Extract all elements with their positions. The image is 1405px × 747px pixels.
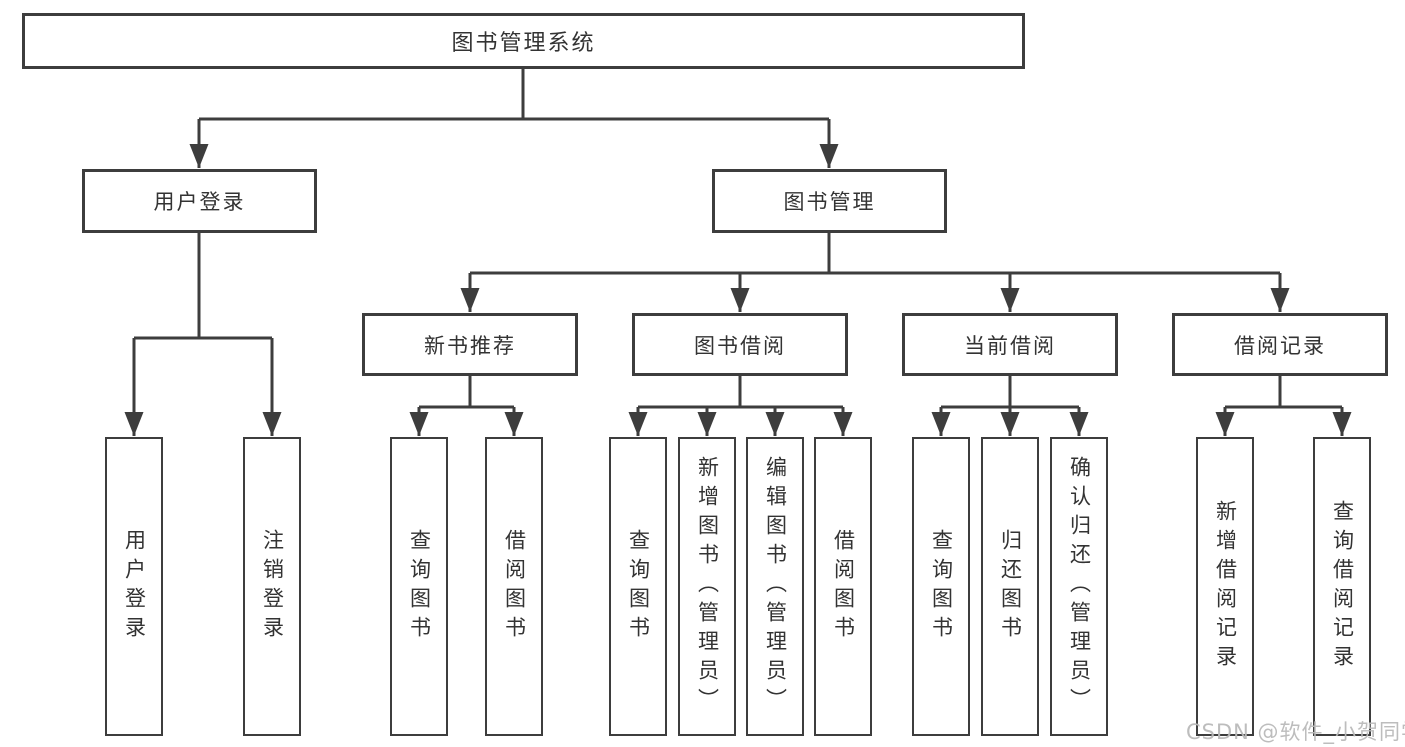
node-label: 用户登录 xyxy=(122,528,147,645)
node-label: 查询图书 xyxy=(626,528,651,645)
leaf-query-borrow-record: 查询借阅记录 xyxy=(1313,437,1371,736)
leaf-query-books-recommend: 查询图书 xyxy=(390,437,448,736)
leaf-add-books-admin: 新增图书（管理员） xyxy=(678,437,736,736)
node-borrow-records: 借阅记录 xyxy=(1172,313,1388,376)
node-label: 归还图书 xyxy=(998,528,1023,645)
node-label: 新书推荐 xyxy=(424,333,516,358)
node-book-management: 图书管理 xyxy=(712,169,947,233)
node-label: 借阅记录 xyxy=(1234,333,1326,358)
node-label: 新增图书（管理员） xyxy=(695,456,720,717)
leaf-edit-books-admin: 编辑图书（管理员） xyxy=(746,437,804,736)
node-label: 借阅图书 xyxy=(502,528,527,645)
node-label: 确认归还（管理员） xyxy=(1067,456,1092,717)
node-label: 编辑图书（管理员） xyxy=(763,456,788,717)
node-label: 图书管理 xyxy=(783,190,876,214)
leaf-add-borrow-record: 新增借阅记录 xyxy=(1196,437,1254,736)
leaf-borrow-books-recommend: 借阅图书 xyxy=(485,437,543,736)
node-label: 用户登录 xyxy=(153,190,246,214)
node-label: 查询图书 xyxy=(929,528,954,645)
leaf-query-books-current: 查询图书 xyxy=(912,437,970,736)
node-label: 图书借阅 xyxy=(694,333,786,358)
node-label: 查询借阅记录 xyxy=(1330,499,1355,674)
node-current-borrow: 当前借阅 xyxy=(902,313,1118,376)
leaf-return-books: 归还图书 xyxy=(981,437,1039,736)
leaf-confirm-return-admin: 确认归还（管理员） xyxy=(1050,437,1108,736)
node-label: 当前借阅 xyxy=(964,333,1056,358)
connector-group xyxy=(124,69,1352,436)
node-label: 查询图书 xyxy=(407,528,432,645)
node-new-book-recommend: 新书推荐 xyxy=(362,313,578,376)
node-user-login: 用户登录 xyxy=(82,169,317,233)
leaf-borrow-books: 借阅图书 xyxy=(814,437,872,736)
node-book-borrow: 图书借阅 xyxy=(632,313,848,376)
node-root-library-system: 图书管理系统 xyxy=(22,13,1025,69)
node-label: 注销登录 xyxy=(260,528,285,645)
node-label: 新增借阅记录 xyxy=(1213,499,1238,674)
leaf-query-books: 查询图书 xyxy=(609,437,667,736)
leaf-user-login: 用户登录 xyxy=(105,437,163,736)
node-label: 借阅图书 xyxy=(831,528,856,645)
leaf-logout: 注销登录 xyxy=(243,437,301,736)
node-label: 图书管理系统 xyxy=(451,31,596,56)
csdn-watermark: CSDN @软件_小贺同学 xyxy=(1186,720,1405,744)
